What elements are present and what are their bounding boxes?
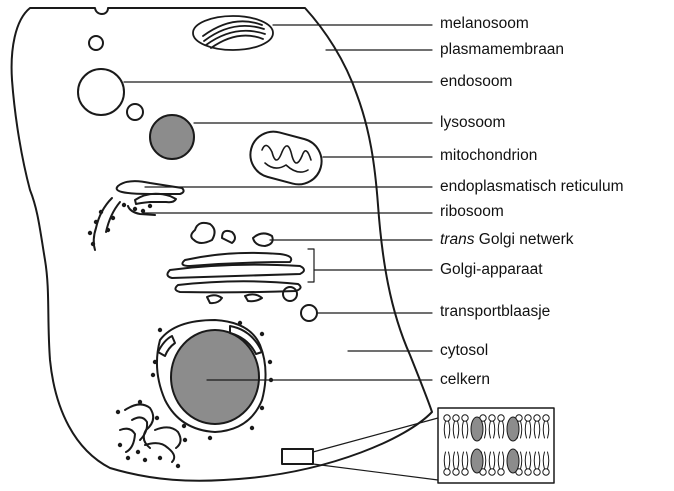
label-plasma-membrane: plasmamembraan <box>440 41 564 59</box>
lipid-head <box>489 469 495 475</box>
rough-er-shape <box>120 404 181 462</box>
label-melanosome: melanosoom <box>440 15 529 33</box>
lipid-tail <box>444 421 450 438</box>
melanosome-shape <box>193 16 273 50</box>
lipid-tail <box>498 452 504 469</box>
small-vesicle <box>127 104 143 120</box>
label-ribosome: ribosoom <box>440 203 504 221</box>
label-lysosome: lysosoom <box>440 114 505 132</box>
mitochondrion-shape <box>245 126 326 189</box>
label-nucleus: celkern <box>440 371 490 389</box>
zoom-line <box>313 464 438 480</box>
lipid-head <box>462 415 468 421</box>
lipid-tail <box>525 452 531 469</box>
lipid-head <box>525 469 531 475</box>
lipid-head <box>543 415 549 421</box>
lipid-head <box>462 469 468 475</box>
lipid-tail <box>534 452 540 469</box>
lipid-head <box>534 415 540 421</box>
lipid-head <box>453 469 459 475</box>
lipid-head <box>453 415 459 421</box>
label-golgi: Golgi-apparaat <box>440 261 543 279</box>
lipid-bilayer-inset <box>438 408 554 483</box>
lipid-tail <box>489 452 495 469</box>
transport-vesicle-shape <box>301 305 317 321</box>
lipid-head <box>489 415 495 421</box>
membrane-zoom-box <box>282 449 313 464</box>
lipid-tail <box>525 421 531 438</box>
small-vesicle <box>89 36 103 50</box>
lysosome-shape <box>150 115 194 159</box>
lipid-tail <box>453 421 459 438</box>
lipid-head <box>444 415 450 421</box>
lipid-tail <box>543 421 549 438</box>
lipid-tail <box>489 421 495 438</box>
lipid-tail <box>498 421 504 438</box>
er-shape <box>94 181 184 250</box>
lipid-head <box>525 415 531 421</box>
label-er: endoplasmatisch reticulum <box>440 178 624 196</box>
label-endosome: endosoom <box>440 73 512 91</box>
transport-vesicle-shape <box>283 287 297 301</box>
nucleus-shape <box>157 320 266 432</box>
lipid-head <box>498 469 504 475</box>
lipid-head <box>543 469 549 475</box>
lipid-head <box>498 415 504 421</box>
lipid-tail <box>462 421 468 438</box>
lipid-tail <box>543 452 549 469</box>
lipid-head <box>444 469 450 475</box>
lipid-head <box>534 469 540 475</box>
lipid-tail <box>444 452 450 469</box>
lipid-tail <box>462 452 468 469</box>
label-trans-golgi: trans Golgi netwerk <box>440 231 574 249</box>
lipid-tail <box>453 452 459 469</box>
label-cytosol: cytosol <box>440 342 488 360</box>
label-transport-vesicle: transportblaasje <box>440 303 550 321</box>
label-trans-golgi-rest: Golgi netwerk <box>474 231 573 248</box>
endosome-shape <box>78 69 124 115</box>
label-mitochondrion: mitochondrion <box>440 147 537 165</box>
lipid-tail <box>534 421 540 438</box>
label-trans-golgi-italic: trans <box>440 231 474 248</box>
